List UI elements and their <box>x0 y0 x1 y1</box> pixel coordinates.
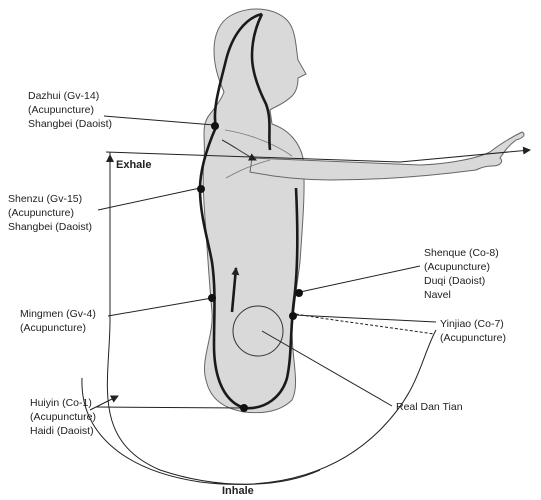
point-shenzu <box>197 185 205 193</box>
leader-shenzu <box>98 188 200 210</box>
label-yinjiao-2: (Acupuncture) <box>440 332 506 344</box>
leader-mingmen <box>108 298 212 316</box>
label-shenzu-1: Shenzu (Gv-15) <box>8 193 82 205</box>
inhale-dashed <box>296 314 434 334</box>
label-shenzu-2: (Acupuncture) <box>8 207 74 219</box>
body-silhouette <box>203 9 524 413</box>
point-huiyin <box>240 404 248 412</box>
point-dazhui <box>211 122 219 130</box>
point-shenque <box>295 289 303 297</box>
leader-huiyin <box>96 407 244 408</box>
label-inhale: Inhale <box>222 485 254 497</box>
label-dazhui-1: Dazhui (Gv-14) <box>28 90 99 102</box>
label-huiyin-3: Haidi (Daoist) <box>30 425 94 437</box>
leader-shenque <box>300 266 420 292</box>
label-huiyin-2: (Acupuncture) <box>30 411 96 423</box>
label-shenque-2: (Acupuncture) <box>424 261 490 273</box>
label-mingmen-1: Mingmen (Gv-4) <box>20 308 96 320</box>
label-exhale: Exhale <box>116 159 151 171</box>
label-shenzu-3: Shangbei (Daoist) <box>8 221 92 233</box>
label-yinjiao-1: Yinjiao (Co-7) <box>440 318 504 330</box>
point-mingmen <box>208 294 216 302</box>
leader-yinjiao <box>294 315 436 322</box>
label-dantian: Real Dan Tian <box>396 401 463 413</box>
label-shenque-1: Shenque (Co-8) <box>424 247 499 259</box>
label-dazhui-2: (Acupuncture) <box>28 104 94 116</box>
label-shenque-4: Navel <box>424 289 451 301</box>
point-yinjiao <box>289 312 297 320</box>
label-mingmen-2: (Acupuncture) <box>20 322 86 334</box>
label-shenque-3: Duqi (Daoist) <box>424 275 485 287</box>
leader-dazhui <box>104 116 214 125</box>
label-dazhui-3: Shangbei (Daoist) <box>28 118 112 130</box>
inhale-arrow <box>90 396 118 410</box>
label-huiyin-1: Huiyin (Co-1) <box>30 397 92 409</box>
